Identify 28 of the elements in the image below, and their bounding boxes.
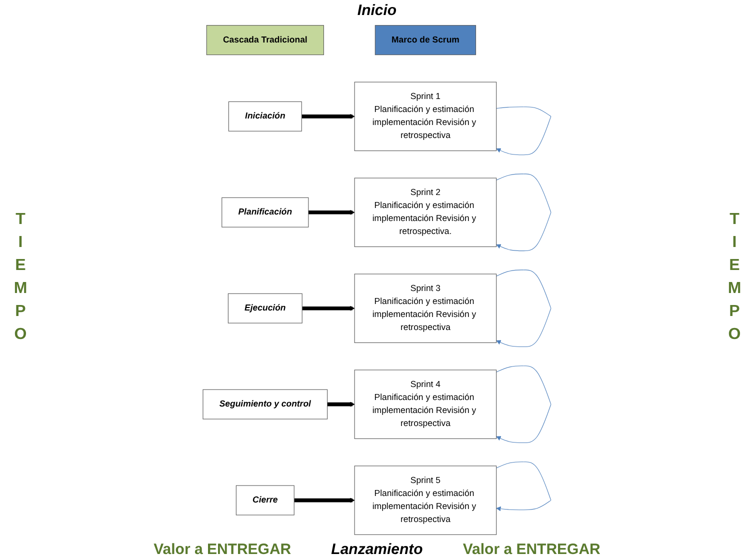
node-box: Sprint 2 Planificación y estimación implementación Revisión y retrospectiva.: [354, 178, 497, 248]
value-note: Valor a ENTREGAR: [462, 541, 600, 558]
node-box: Iniciación: [228, 101, 302, 132]
arrow: [327, 402, 355, 407]
arrow: [496, 462, 552, 512]
node-box: Cierre: [236, 485, 294, 516]
node-box: Seguimiento y control: [202, 389, 328, 420]
vertical-axis-label: TIEMPO: [11, 211, 29, 349]
node-box: Sprint 3 Planificación y estimación implementación Revisión y retrospectiva: [354, 274, 497, 343]
start-label: Inicio: [357, 2, 397, 19]
node-box: Planificación: [222, 197, 309, 228]
vertical-axis-label: TIEMPO: [725, 211, 743, 349]
arrow: [496, 270, 552, 348]
node-box: Ejecución: [228, 293, 302, 324]
node-box: Sprint 4 Planificación y estimación implementación Revisión y retrospectiva: [354, 370, 497, 439]
node-box: Sprint 5 Planificación y estimación implementación Revisión y retrospectiva: [354, 466, 497, 535]
value-note: Valor a ENTREGAR: [154, 541, 292, 558]
arrow: [294, 498, 355, 503]
release-label: Lanzamiento: [331, 541, 423, 558]
node-box: Sprint 1 Planificación y estimación implementación Revisión y retrospectiva: [354, 82, 497, 152]
arrow: [496, 174, 552, 252]
arrow: [302, 114, 355, 119]
arrow: [496, 366, 552, 444]
arrow: [302, 306, 355, 311]
arrow: [496, 106, 552, 156]
arrow: [308, 210, 355, 215]
node-box: Cascada Tradicional: [206, 25, 324, 56]
node-box: Marco de Scrum: [374, 25, 476, 56]
